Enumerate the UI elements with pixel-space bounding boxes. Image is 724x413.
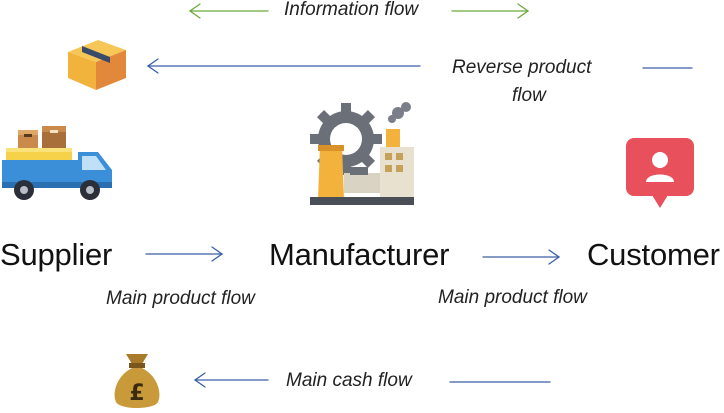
information-flow-label: Information flow [284, 0, 419, 20]
customer-profile-icon [626, 138, 694, 208]
supplier-label: Supplier [0, 237, 113, 272]
main-product-flow-arrow-right [482, 249, 561, 265]
main-product-flow-label-right: Main product flow [438, 287, 587, 308]
factory-icon [310, 102, 414, 205]
main-cash-flow-label: Main cash flow [286, 370, 412, 391]
main-cash-flow-arrow [193, 372, 551, 388]
reverse-product-flow-arrow [146, 58, 693, 74]
reverse-product-flow-label-line1: Reverse product [452, 57, 592, 78]
cardboard-box-icon [68, 40, 126, 90]
delivery-truck-icon [2, 126, 112, 200]
information-flow-arrow [188, 3, 530, 19]
main-product-flow-label-left: Main product flow [106, 288, 255, 309]
svg-text:£: £ [129, 381, 144, 406]
main-product-flow-arrow-left [145, 246, 224, 262]
manufacturer-label: Manufacturer [269, 237, 450, 272]
reverse-product-flow-label-line2: flow [512, 85, 546, 106]
customer-label: Customer [587, 237, 720, 272]
pound-money-bag-icon: £ [114, 354, 160, 408]
